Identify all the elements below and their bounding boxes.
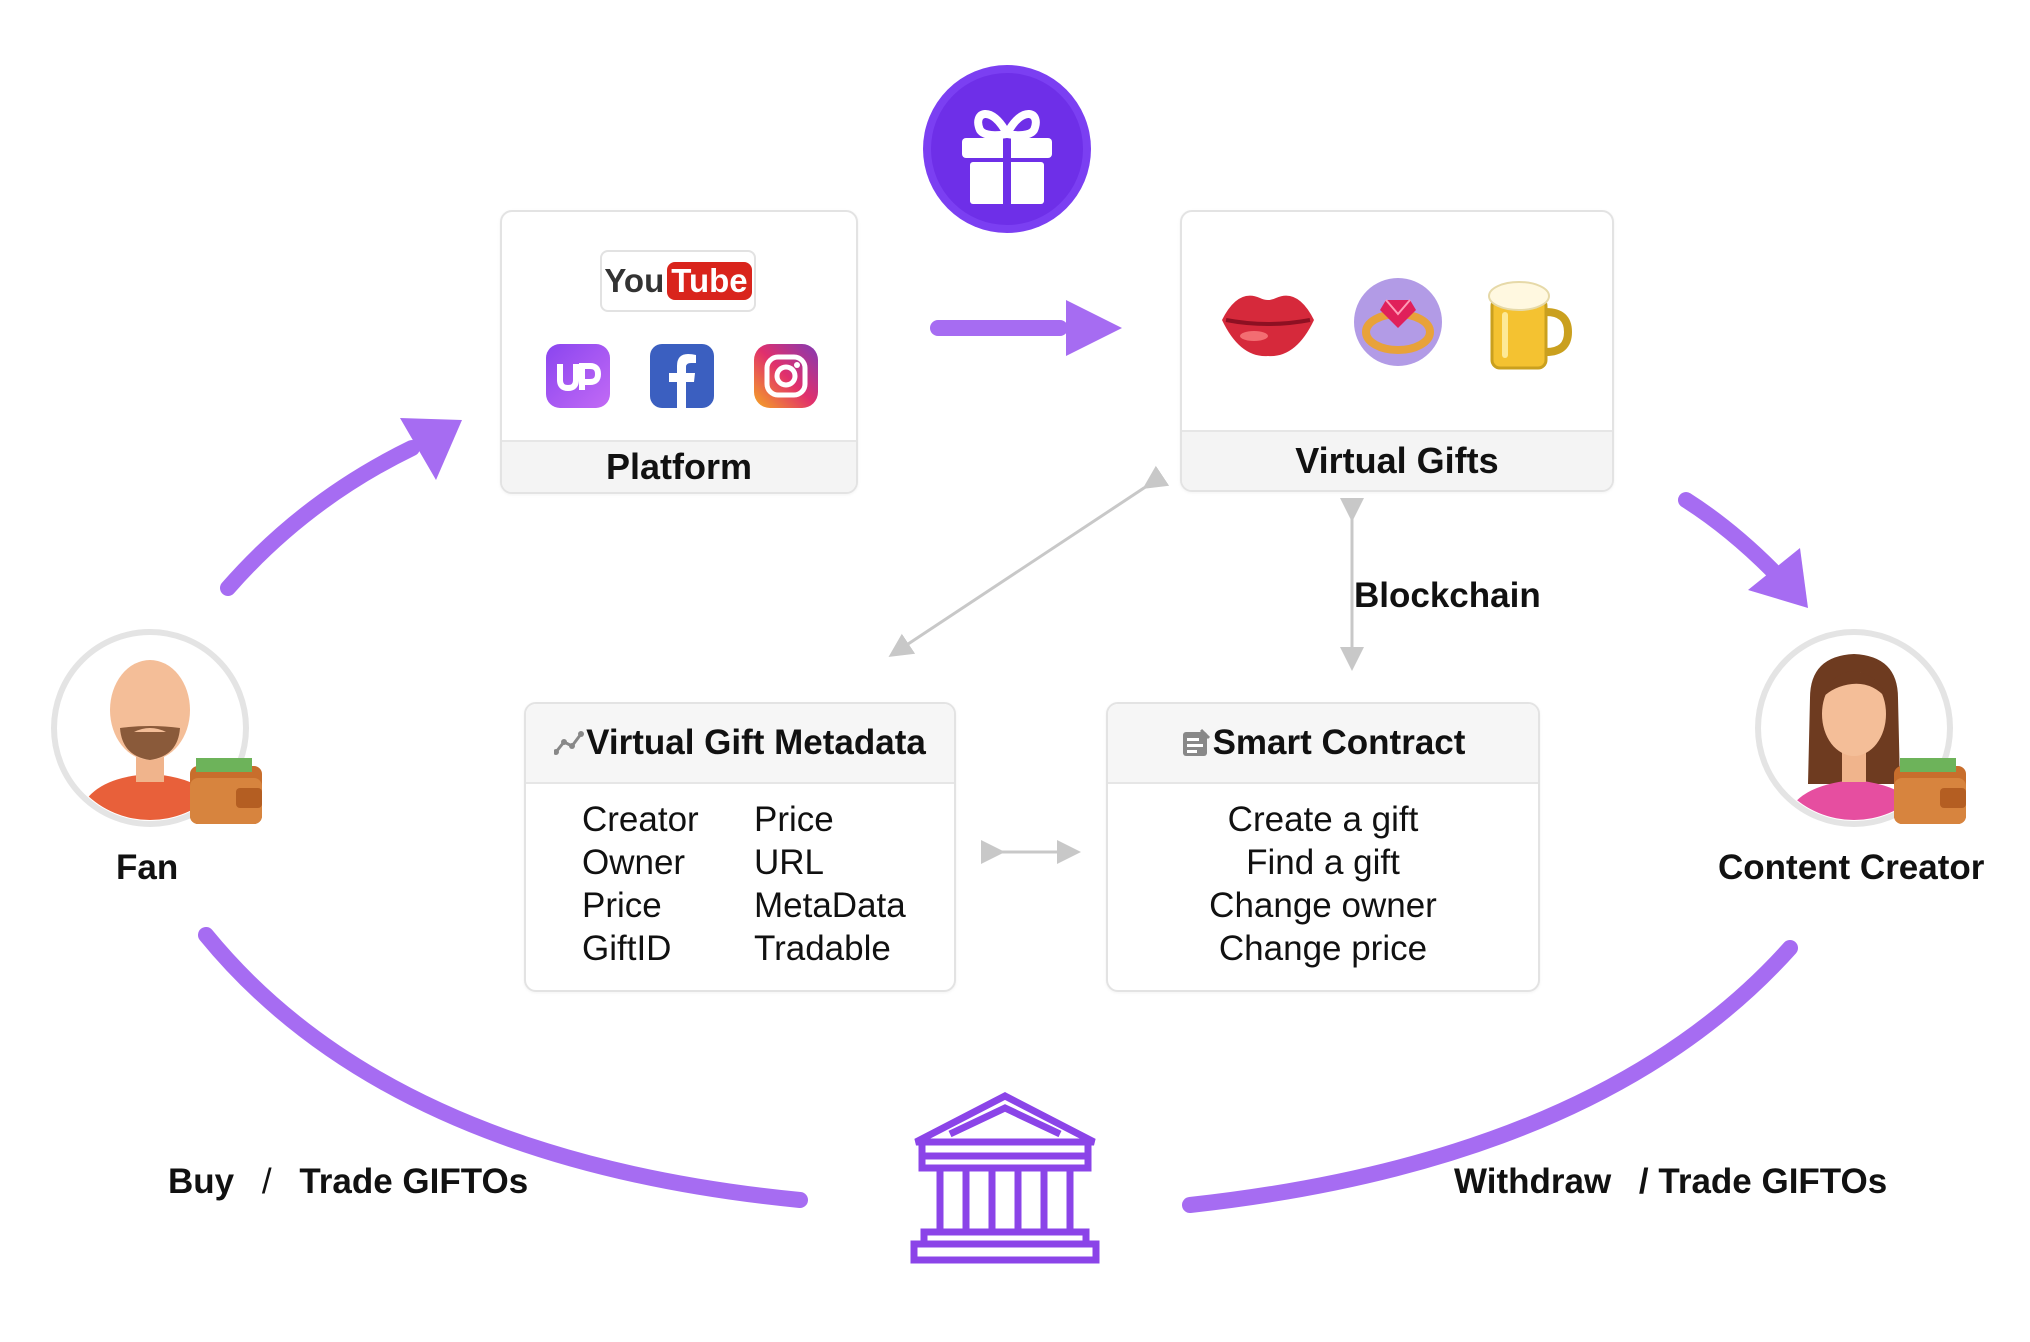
metadata-header: Virtual Gift Metadata [526,704,954,784]
contract-function: Create a gift [1227,800,1419,839]
youtube-tube-text: Tube [667,262,752,300]
buy-text: Buy [168,1162,235,1201]
fan-to-platform-arrow [220,440,420,596]
gifts-to-creator-arrowhead [1748,548,1808,608]
virtual-gifts-label: Virtual Gifts [1295,440,1499,481]
platform-to-gifts-arrowhead [1066,300,1122,356]
metadata-field: Creator [582,800,699,839]
metadata-fields-col1: Creator Owner Price GiftID [582,798,699,970]
bank-to-creator-arc [1182,940,1798,1213]
metadata-field: Price [754,800,834,839]
creator-label: Content Creator [1718,848,1985,887]
fan-avatar [50,628,270,838]
contract-document-icon [1182,728,1210,756]
contract-function: Change price [1218,929,1428,968]
virtual-gifts-footer: Virtual Gifts [1182,430,1612,490]
slash-text: / [261,1162,272,1201]
virtual-gifts-card: Virtual Gifts [1180,210,1614,492]
metadata-fields-col2: Price URL MetaData Tradable [754,798,906,970]
trade-left-text: Trade GIFTOs [299,1162,529,1201]
smart-contract-card: Smart Contract Create a gift Find a gift… [1106,702,1540,992]
fan-label: Fan [116,848,179,887]
uplive-logo [546,344,610,408]
smart-contract-header: Smart Contract [1108,704,1538,784]
youtube-you-text: You [604,262,665,299]
metadata-title: Virtual Gift Metadata [586,723,926,762]
gifts-to-creator-arrow [1678,492,1780,578]
instagram-logo [754,344,818,408]
metadata-field: GiftID [582,929,672,968]
fan-to-bank-arc [198,927,808,1208]
metadata-field: Tradable [754,929,891,968]
lips-gift-icon [1218,282,1318,362]
wallet-icon [190,758,262,824]
blockchain-label: Blockchain [1354,576,1541,615]
metadata-field: Price [582,886,662,925]
gift-badge [922,64,1092,234]
withdraw-trade-label: Withdraw / Trade GIFTOs [1454,1162,1887,1202]
withdraw-text: Withdraw [1454,1162,1612,1201]
facebook-icon [669,354,696,408]
smart-contract-functions: Create a gift Find a gift Change owner C… [1108,798,1538,970]
youtube-logo: You Tube [600,250,756,312]
trade-right-text: / Trade GIFTOs [1638,1162,1888,1201]
metadata-field: MetaData [754,886,906,925]
platform-card: You Tube Platform [500,210,858,494]
metadata-field: URL [754,843,825,882]
bank-icon [910,1090,1100,1266]
buy-trade-label: Buy / Trade GIFTOs [168,1162,528,1202]
chart-line-icon [554,731,585,755]
fan-to-platform-arrowhead [400,418,462,480]
gifts-metadata-link [888,465,1170,657]
contract-function: Change owner [1209,886,1437,925]
platform-footer: Platform [502,440,856,492]
smart-contract-title: Smart Contract [1212,723,1466,762]
creator-avatar [1754,628,1974,838]
contract-function: Find a gift [1246,843,1400,882]
metadata-card: Virtual Gift Metadata Creator Owner Pric… [524,702,956,992]
beer-mug-gift-icon [1482,272,1573,376]
ring-gift-icon [1350,274,1446,370]
facebook-logo [650,344,714,408]
platform-label: Platform [605,446,753,487]
metadata-field: Owner [582,843,686,882]
gift-box-icon [923,65,1091,233]
uplive-icon [557,363,602,392]
instagram-icon [764,354,808,398]
wallet-icon [1894,758,1966,824]
